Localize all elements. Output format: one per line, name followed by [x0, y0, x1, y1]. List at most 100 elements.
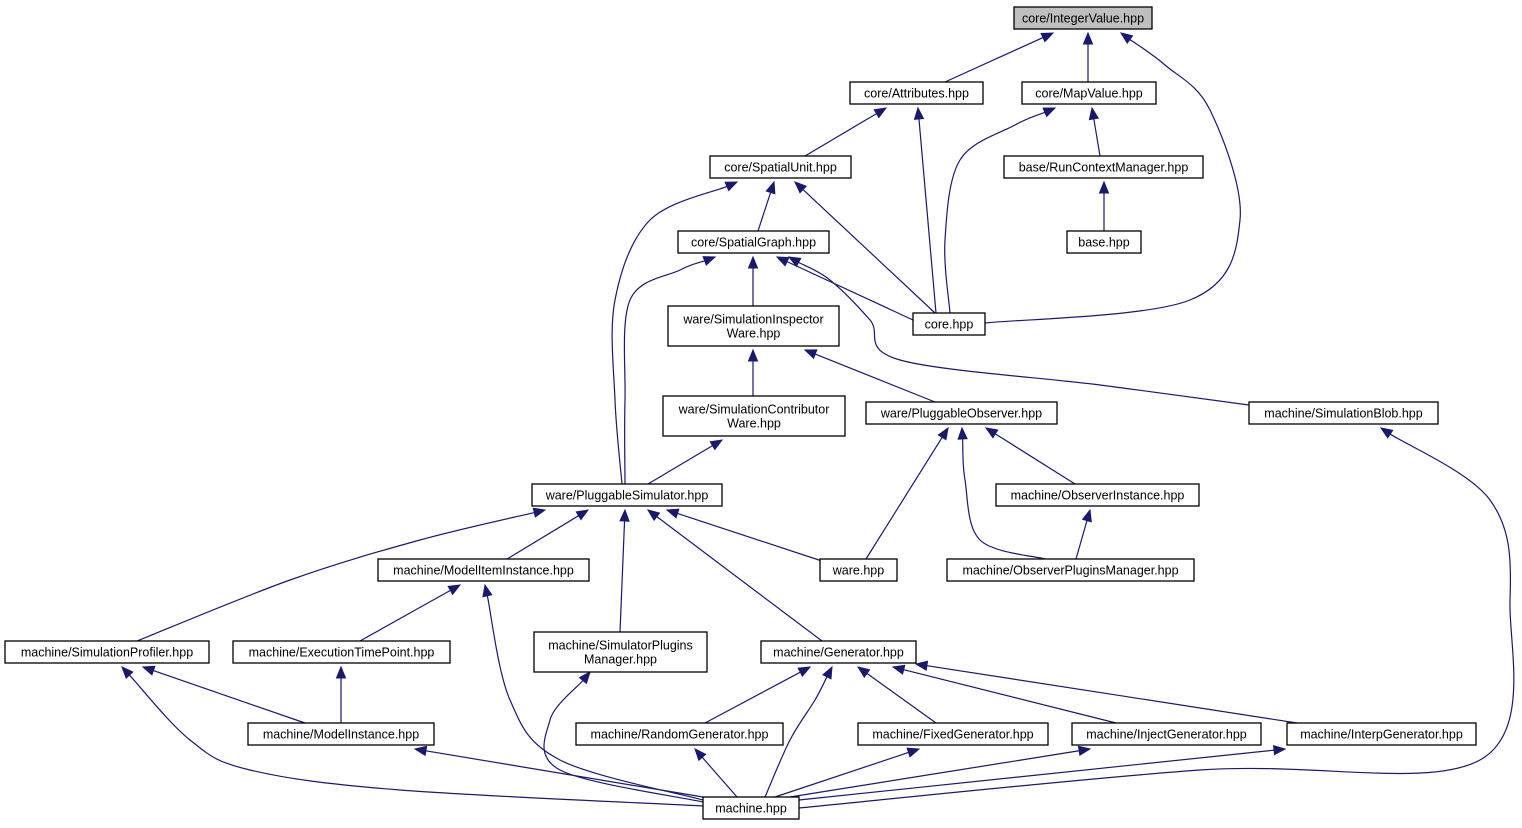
edge-machine-to-simulator_plugins_manager — [543, 670, 704, 803]
node-box — [575, 722, 784, 746]
node-simulation-blob[interactable]: machine/SimulationBlob.hpp — [1248, 401, 1439, 425]
node-pluggable-observer[interactable]: ware/PluggableObserver.hpp — [865, 401, 1058, 425]
edge-observer_plugins_manager-to-observer_instance — [1075, 508, 1092, 560]
node-integer-value[interactable]: core/IntegerValue.hpp — [1013, 6, 1153, 30]
edge-machine-to-simulation_profiler — [121, 666, 704, 807]
edge-ware-to-pluggable_observer — [865, 426, 949, 560]
node-label: machine/Generator.hpp — [773, 646, 904, 660]
edge-machine-to-simulation_blob — [798, 427, 1515, 809]
node-observer-instance[interactable]: machine/ObserverInstance.hpp — [995, 483, 1200, 507]
edge-interp_generator-to-generator — [914, 660, 1298, 724]
node-box — [760, 640, 917, 664]
edge-line — [677, 512, 829, 564]
arrowhead-icon — [709, 439, 724, 451]
edge-spatial_graph-to-spatial_unit — [757, 180, 776, 232]
node-label: ware/SimulationInspector — [682, 313, 823, 327]
edge-sim_contributor_ware-to-sim_inspector_ware — [747, 348, 759, 396]
node-pluggable-simulator[interactable]: ware/PluggableSimulator.hpp — [531, 483, 723, 507]
node-label: Manager.hpp — [584, 653, 657, 667]
node-box — [667, 305, 840, 347]
node-label: machine/InjectGenerator.hpp — [1086, 728, 1247, 742]
edge-line — [944, 111, 1046, 314]
node-box — [1003, 155, 1204, 179]
node-fixed-generator[interactable]: machine/FixedGenerator.hpp — [857, 722, 1049, 746]
node-generator[interactable]: machine/Generator.hpp — [760, 640, 917, 664]
edge-random_generator-to-generator — [704, 666, 812, 724]
edge-execution_time_point-to-model_item_instance — [359, 584, 462, 642]
node-machine[interactable]: machine.hpp — [702, 796, 800, 820]
edge-simulation_blob-to-spatial_graph — [787, 256, 1250, 406]
node-simulation-profiler[interactable]: machine/SimulationProfiler.hpp — [4, 640, 210, 664]
edge-line — [865, 437, 943, 560]
edge-line — [757, 192, 772, 232]
node-box — [857, 722, 1049, 746]
edge-line — [647, 445, 713, 485]
node-box — [1248, 401, 1439, 425]
arrowhead-icon — [913, 106, 925, 120]
edge-ware-to-pluggable_simulator — [665, 508, 829, 564]
node-box — [232, 640, 451, 664]
node-label: core/Attributes.hpp — [864, 87, 969, 101]
node-label: ware/SimulationContributor — [678, 403, 830, 417]
node-observer-plugins-manager[interactable]: machine/ObserverPluginsManager.hpp — [946, 558, 1195, 582]
edge-line — [656, 516, 823, 642]
node-base[interactable]: base.hpp — [1066, 230, 1142, 254]
node-core[interactable]: core.hpp — [912, 312, 986, 336]
edge-line — [701, 756, 738, 798]
arrowhead-icon — [856, 666, 871, 678]
arrowhead-icon — [447, 584, 462, 596]
arrowhead-icon — [984, 427, 999, 439]
node-execution-time-point[interactable]: machine/ExecutionTimePoint.hpp — [232, 640, 451, 664]
arrowhead-icon — [413, 745, 428, 757]
edge-line — [786, 261, 914, 321]
arrowhead-icon — [765, 180, 776, 195]
arrowhead-icon — [121, 666, 134, 679]
arrowhead-icon — [665, 508, 680, 519]
edge-line — [774, 751, 909, 798]
node-label: core/IntegerValue.hpp — [1022, 12, 1144, 26]
edge-machine-to-inject_generator — [789, 745, 1092, 798]
edge-core-to-map_value — [944, 107, 1057, 314]
node-label: machine/SimulationBlob.hpp — [1264, 407, 1422, 421]
node-label: machine/RandomGenerator.hpp — [591, 728, 769, 742]
node-random-generator[interactable]: machine/RandomGenerator.hpp — [575, 722, 784, 746]
edge-line — [136, 511, 535, 642]
arrowhead-icon — [1042, 107, 1057, 118]
edge-observer_instance-to-pluggable_observer — [984, 427, 1076, 485]
node-label: machine/ExecutionTimePoint.hpp — [249, 646, 435, 660]
arrowhead-icon — [724, 181, 739, 192]
edge-line — [764, 676, 828, 798]
node-model-item-instance[interactable]: machine/ModelItemInstance.hpp — [377, 558, 590, 582]
arrowhead-icon — [1119, 32, 1134, 45]
edge-line — [623, 260, 705, 485]
node-inject-generator[interactable]: machine/InjectGenerator.hpp — [1071, 722, 1262, 746]
node-map-value[interactable]: core/MapValue.hpp — [1021, 81, 1157, 105]
edge-line — [153, 670, 306, 724]
edge-line — [994, 433, 1076, 485]
arrowhead-icon — [787, 256, 802, 268]
edge-line — [804, 113, 877, 157]
arrowhead-icon — [1273, 744, 1287, 756]
node-label: machine.hpp — [715, 802, 787, 816]
node-box — [995, 483, 1200, 507]
arrowhead-icon — [1081, 508, 1092, 523]
node-interp-generator[interactable]: machine/InterpGenerator.hpp — [1286, 722, 1477, 746]
node-spatial-graph[interactable]: core/SpatialGraph.hpp — [677, 230, 830, 254]
node-attributes[interactable]: core/Attributes.hpp — [849, 81, 984, 105]
node-box — [377, 558, 590, 582]
edge-inject_generator-to-generator — [891, 664, 1117, 724]
node-ware[interactable]: ware.hpp — [819, 558, 898, 582]
edge-line — [802, 189, 936, 314]
arrowhead-icon — [619, 508, 630, 522]
node-model-instance[interactable]: machine/ModelInstance.hpp — [247, 722, 435, 746]
node-box — [1013, 6, 1153, 30]
edge-line — [798, 749, 1275, 801]
edge-spatial_unit-to-attributes — [804, 107, 888, 157]
node-run-context-manager[interactable]: base/RunContextManager.hpp — [1003, 155, 1204, 179]
node-spatial-unit[interactable]: core/SpatialUnit.hpp — [709, 155, 852, 179]
node-box — [1021, 81, 1157, 105]
edge-pluggable_observer-to-sim_inspector_ware — [803, 349, 936, 403]
